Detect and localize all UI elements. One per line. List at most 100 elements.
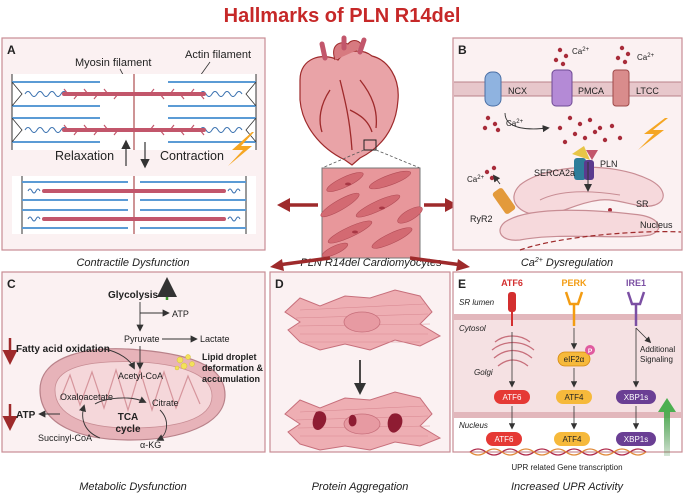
citrate-label: Citrate [152, 398, 179, 408]
akg-label: α-KG [140, 440, 161, 450]
serca-label: SERCA2a [534, 168, 575, 178]
panel-a-letter: A [7, 43, 16, 57]
upregulation-arrow [664, 410, 670, 456]
tca-label-2: cycle [115, 424, 140, 435]
sr-lumen-label: SR lumen [459, 298, 495, 307]
lipid-droplets [174, 354, 195, 371]
lipid-line2: deformation & [202, 363, 264, 373]
atf6-mid-box [494, 390, 530, 404]
increased-upr-caption: Increased UPR Activity [511, 481, 625, 493]
ncx-channel [484, 71, 502, 107]
center-arrows [270, 198, 470, 271]
figure-title: Hallmarks of PLN R14del [224, 5, 461, 27]
atf4-mid-box [556, 390, 592, 404]
serca2a-pln-complex [572, 146, 598, 192]
ca-label-pmca: Ca2+ [572, 47, 590, 56]
relaxation-label: Relaxation [55, 149, 114, 163]
atf4-nuc-label: ATF4 [563, 435, 583, 444]
xbp1s-mid-label: XBP1s [624, 393, 648, 402]
myosin-label: Myosin filament [75, 57, 151, 69]
contraction-label: Contraction [160, 149, 224, 163]
panel-d-letter: D [275, 277, 284, 291]
lightning-bolt-icon [228, 132, 254, 166]
panel-b: B NCX PMCA LTCC Ca2+ Ca2+ Ca2+ Ca2+ [452, 37, 683, 269]
additional-line1: Additional [640, 345, 675, 354]
lactate-label: Lactate [200, 334, 230, 344]
pyruvate-label: Pyruvate [124, 334, 160, 344]
panel-e: E ATF6 PERK IRE1 SR lumen Cytosol Golgi [452, 271, 683, 493]
atf6-top-label: ATF6 [501, 278, 523, 288]
sarcomere-relaxed [11, 74, 257, 150]
center-label: PLN R14del Cardiomyocytes [300, 257, 442, 269]
ncx-label: NCX [508, 86, 527, 96]
xbp1s-nuc-box [616, 432, 656, 446]
dna-strand [469, 448, 647, 456]
ltcc-label: LTCC [636, 86, 659, 96]
phospho-label: P [588, 348, 593, 355]
atf6-receptor [508, 292, 516, 326]
cardiomyocyte-aggregated [284, 391, 442, 451]
lipid-line1: Lipid droplet [202, 352, 257, 362]
perk-receptor [564, 291, 584, 326]
actin-label: Actin filament [185, 49, 251, 61]
atp-left-label: ATP [16, 410, 36, 421]
pmca-channel [551, 69, 573, 107]
ire1-label: IRE1 [626, 278, 646, 288]
nucleus-label-b: Nucleus [640, 220, 673, 230]
tca-label-1: TCA [118, 412, 139, 423]
sarcomere-contracted [12, 176, 256, 234]
fao-label: Fatty acid oxidation [16, 344, 110, 355]
atp-top-label: ATP [172, 309, 189, 319]
golgi-apparatus [491, 335, 535, 367]
additional-line2: Signaling [640, 355, 673, 364]
protein-aggregate [312, 411, 327, 431]
panel-a: A Myosin filament Actin filament [1, 37, 266, 269]
panel-e-letter: E [458, 277, 466, 291]
atf4-mid-label: ATF4 [565, 393, 585, 402]
panel-b-letter: B [458, 43, 467, 57]
ca-label-ncx: Ca2+ [506, 119, 524, 128]
pmca-label: PMCA [578, 86, 604, 96]
protein-aggregate [387, 413, 403, 433]
eif2a-label: eIF2α [564, 355, 585, 364]
ca-label-ltcc: Ca2+ [637, 53, 655, 62]
phospho-badge [585, 345, 595, 355]
glycolysis-label: Glycolysis [108, 290, 158, 301]
lipid-line3: accumulation [202, 374, 260, 384]
panel-c-letter: C [7, 277, 16, 291]
sr-label: SR [636, 199, 649, 209]
golgi-label: Golgi [474, 368, 493, 377]
atf6-nuc-box [486, 432, 522, 446]
heart-icon [299, 50, 399, 166]
perk-label: PERK [561, 278, 587, 288]
succinyl-coa-label: Succinyl-CoA [38, 433, 92, 443]
pln-label: PLN [600, 159, 618, 169]
protein-aggregate [348, 414, 357, 427]
nucleus-label-e: Nucleus [459, 421, 488, 430]
acetyl-coa-label: Acetyl-CoA [118, 371, 163, 381]
center-heart: PLN R14del Cardiomyocytes [299, 35, 442, 269]
ryr2-label: RyR2 [470, 214, 493, 224]
contractile-dysfunction-caption: Contractile Dysfunction [76, 257, 189, 269]
cardiomyocyte-normal [284, 289, 442, 351]
lightning-bolt-icon [638, 118, 668, 150]
ire1-receptor [626, 291, 646, 326]
atf4-nuc-box [554, 432, 590, 446]
transcription-label: UPR related Gene transcription [511, 463, 622, 472]
ryr2-channel [492, 188, 516, 214]
atf6-mid-label: ATF6 [503, 393, 523, 402]
panel-c: C Glycolysis ATP Pyruvate Lactate Fatty … [1, 271, 266, 493]
xbp1s-nuc-label: XBP1s [624, 435, 648, 444]
cytosol-label: Cytosol [459, 324, 486, 333]
metabolic-dysfunction-caption: Metabolic Dysfunction [79, 481, 187, 493]
panel-d: D Protein Aggregation [269, 271, 451, 493]
protein-aggregation-caption: Protein Aggregation [312, 481, 409, 493]
atf6-nuc-label: ATF6 [495, 435, 515, 444]
ca-label-ryr: Ca2+ [467, 175, 485, 184]
eif2a-box [557, 351, 591, 367]
oxaloacetate-label: Oxaloacetate [60, 392, 113, 402]
ca-dysregulation-caption: Ca2+ Dysregulation [521, 257, 613, 269]
ltcc-channel [612, 69, 630, 107]
xbp1s-mid-box [616, 390, 656, 404]
